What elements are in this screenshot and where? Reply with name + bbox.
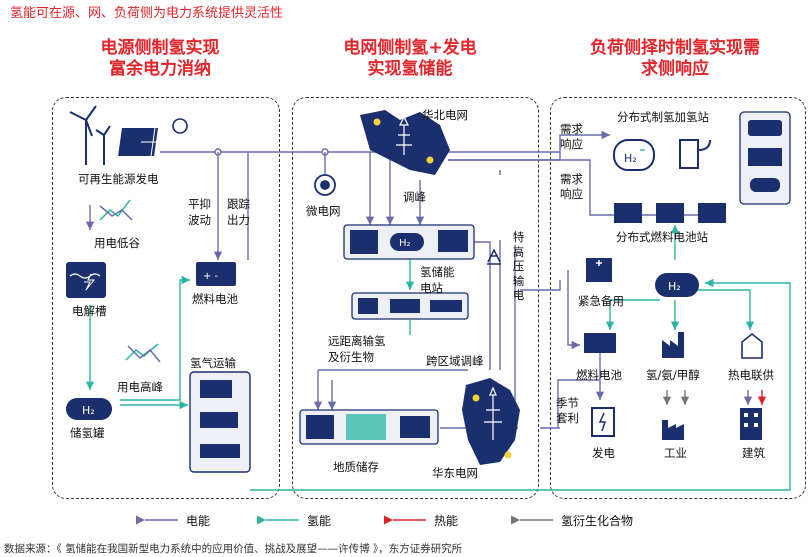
- storage-tank-label: 储氢罐: [70, 426, 105, 440]
- source-title-line1: 电源侧制氢实现: [100, 38, 220, 58]
- load-panel: [550, 97, 806, 499]
- load-title-line1: 负荷侧择时制氢实现需: [590, 38, 760, 58]
- seasonal-1: 季节: [556, 396, 579, 410]
- wind-turbine-icon: [69, 105, 111, 165]
- electrolyzer-icon: [66, 262, 106, 298]
- north-china-grid-label: 华北电网: [422, 108, 468, 122]
- load-section-title: 负荷侧择时制氢实现需 求侧响应: [550, 38, 800, 80]
- grid-section-title: 电网侧制氢+发电 实现氢储能: [300, 38, 520, 80]
- demand-response-1a: 需求: [560, 122, 583, 136]
- svg-text:H₂: H₂: [399, 238, 411, 249]
- north-china-grid-map-icon: [360, 110, 450, 175]
- seasonal-2: 套利: [556, 411, 579, 425]
- long-distance-transport-label: 远距离输氢 及衍生物: [328, 333, 386, 365]
- power-generation-label: 发电: [592, 446, 615, 460]
- track-output-1: 跟踪: [227, 197, 250, 211]
- solar-panel-icon: [118, 118, 188, 157]
- east-china-grid-label: 华东电网: [432, 466, 478, 480]
- svg-text:H₂: H₂: [82, 404, 95, 417]
- low-demand-label: 用电低谷: [94, 236, 140, 250]
- industry-label: 工业: [664, 446, 687, 460]
- emergency-backup-label: 紧急备用: [578, 294, 624, 308]
- chp-icon: [741, 332, 763, 359]
- peak-regulation-label: 调峰: [403, 190, 426, 204]
- smooth-fluct-1: 平抑: [188, 197, 211, 211]
- load-title-line2: 求侧响应: [641, 59, 709, 79]
- h2-storage-box: H₂: [343, 224, 475, 260]
- distributed-fc-station-label: 分布式燃料电池站: [616, 230, 708, 244]
- load-fuel-cell-icon: [584, 333, 616, 353]
- hospital-icon: [586, 258, 612, 282]
- renewable-label: 可再生能源发电: [78, 172, 159, 186]
- load-fuel-cell-label: 燃料电池: [576, 368, 622, 382]
- track-output-2: 出力: [227, 213, 250, 227]
- source-fuel-cell-icon: + -: [196, 262, 236, 286]
- distributed-fuel-cells-icon: [614, 203, 726, 223]
- long-transport-1: 远距离输氢: [328, 334, 386, 348]
- chp-label: 热电联供: [728, 368, 774, 382]
- legend-hydrogen: 氢能: [307, 514, 332, 528]
- transport-truck-box: [351, 292, 469, 320]
- geo-storage-label: 地质储存: [333, 460, 379, 474]
- peak-demand-label: 用电高峰: [117, 380, 163, 394]
- electrolyzer-label: 电解槽: [72, 304, 107, 318]
- legend-heat: 热能: [434, 514, 459, 528]
- storage-tank-icon: H₂: [66, 398, 112, 420]
- h2-transport-label: 氢气运输: [190, 356, 236, 370]
- smooth-fluct-2: 波动: [188, 213, 211, 227]
- peak-demand-chart-icon: [125, 343, 161, 363]
- distributed-h2-station-label: 分布式制氢加氢站: [617, 110, 709, 124]
- cross-region-label: 跨区域调峰: [426, 354, 484, 368]
- derivative-flows: [662, 390, 753, 405]
- source-title-line2: 富余电力消纳: [109, 59, 211, 79]
- h2-station-icon: H₂: [613, 139, 711, 171]
- power-generation-icon: [591, 407, 615, 437]
- uhv-tower-icon: [487, 248, 501, 265]
- long-transport-2: 及衍生物: [328, 350, 374, 364]
- h2-storage-station-2: 电站: [420, 281, 443, 295]
- ammonia-methanol-label: 氢/氨/甲醇: [646, 368, 700, 382]
- source-note: 数据来源：《 氢储能在我国新型电力系统中的应用价值、挑战及展望——许传博 》，东…: [4, 543, 463, 555]
- microgrid-label: 微电网: [306, 204, 341, 218]
- demand-response-label-1: 需求 响应: [560, 122, 583, 152]
- building-icon: [740, 408, 762, 440]
- east-china-grid-map-icon: [462, 378, 520, 465]
- uhv-line-label: 特高压输电: [512, 230, 525, 302]
- svg-text:H₂: H₂: [668, 280, 681, 293]
- load-h2-tank-icon: H₂: [655, 273, 699, 297]
- industry-icon: [662, 420, 684, 440]
- transport-box: [189, 371, 251, 473]
- demand-response-2b: 响应: [560, 187, 583, 201]
- building-label: 建筑: [742, 446, 765, 460]
- h2-storage-station-1: 氢储能: [420, 265, 455, 279]
- grid-panel: [292, 97, 539, 499]
- smooth-fluctuation-label: 平抑 波动: [188, 196, 211, 228]
- page-title: 氢能可在源、网、负荷侧为电力系统提供灵活性: [10, 6, 284, 21]
- demand-response-1b: 响应: [560, 137, 583, 151]
- grid-title-line2: 实现氢储能: [367, 59, 453, 79]
- legend-electric: 电能: [186, 514, 211, 528]
- low-demand-chart-icon: [99, 199, 133, 221]
- svg-text:H₂: H₂: [624, 152, 637, 165]
- microgrid-icon: [314, 174, 336, 196]
- grid-title-line1: 电网侧制氢+发电: [343, 38, 477, 58]
- demand-response-2a: 需求: [560, 172, 583, 186]
- vehicles-box: [739, 111, 791, 205]
- source-section-title: 电源侧制氢实现 富余电力消纳: [60, 38, 260, 80]
- seasonal-arbitrage-label: 季节 套利: [556, 396, 579, 426]
- h2-storage-station-label: 氢储能 电站: [420, 264, 455, 296]
- source-fuel-cell-label: 燃料电池: [192, 292, 238, 306]
- geo-storage-box: [299, 409, 439, 445]
- demand-response-label-2: 需求 响应: [560, 172, 583, 202]
- source-panel: [52, 97, 280, 499]
- legend-derivative: 氢衍生化合物: [561, 514, 634, 528]
- svg-text:+ -: + -: [203, 271, 219, 282]
- track-output-label: 跟踪 出力: [227, 196, 250, 228]
- factory-icon: [662, 332, 684, 358]
- hydrogen-flows: [85, 149, 791, 491]
- electric-flows: [85, 130, 700, 433]
